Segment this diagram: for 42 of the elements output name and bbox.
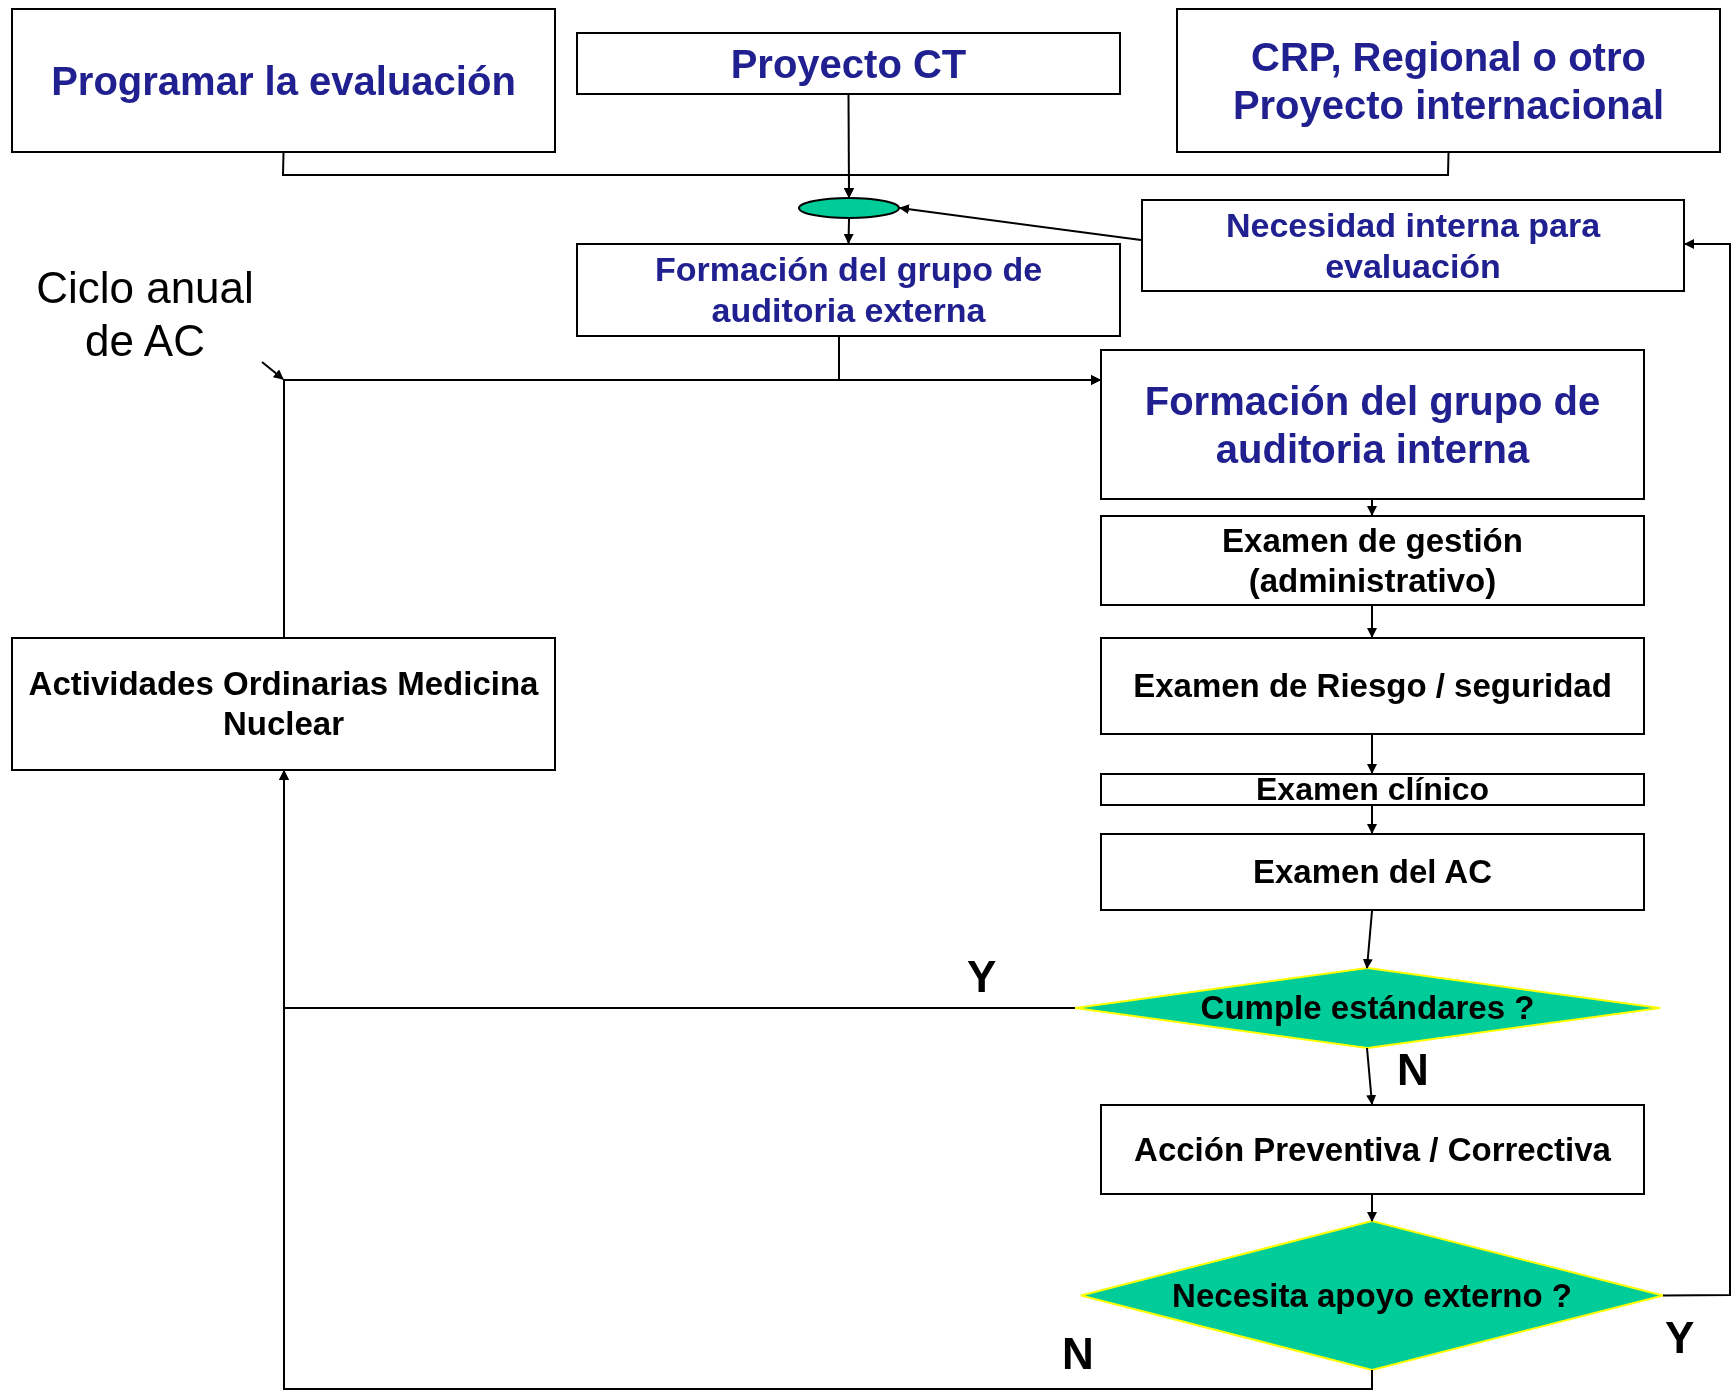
arrow (1367, 734, 1377, 774)
node-text: Acción Preventiva / Correctiva (1133, 1129, 1612, 1170)
node-text: Proyecto CT (729, 40, 968, 88)
arrow (1362, 910, 1373, 969)
arrow (283, 375, 1101, 638)
process-box (576, 243, 1121, 337)
arrow (899, 204, 1142, 241)
node-text: Examen de Riesgo / seguridad (1132, 666, 1613, 706)
arrow (844, 152, 1450, 198)
process-box (1141, 199, 1685, 292)
node-text: Necesita apoyo externo ? (1166, 1275, 1578, 1316)
node-text: Programar la evaluación (50, 57, 517, 105)
node-text: Examen de gestión (administrativo) (1221, 520, 1524, 601)
node-text: CRP, Regional o otro Proyecto internacional (1231, 33, 1666, 129)
process-box (1100, 773, 1645, 806)
arrow (1367, 605, 1377, 638)
node-text: Formación del grupo de auditoria interna (1143, 377, 1602, 473)
process-box (1100, 833, 1645, 911)
process-box (1100, 349, 1645, 500)
arrow (279, 770, 1373, 1390)
process-box (11, 8, 556, 153)
node-text: Actividades Ordinarias Medicina Nuclear (27, 664, 540, 744)
process-box (1100, 1104, 1645, 1195)
arrow (1662, 239, 1731, 1297)
node-text: Necesidad interna para evaluación (1224, 204, 1602, 287)
node-text: Examen clínico (1255, 770, 1490, 809)
junction-ellipse (798, 197, 900, 219)
arrow (1367, 805, 1377, 834)
process-box (1100, 515, 1645, 606)
process-box (576, 32, 1121, 95)
process-box (1176, 8, 1721, 153)
process-box (1100, 637, 1645, 735)
leader-arrow (261, 361, 284, 380)
annotation-text: Ciclo anual de AC (35, 262, 255, 367)
arrow (1367, 499, 1377, 516)
node-text: Cumple estándares ? (1194, 988, 1541, 1028)
process-box (11, 637, 556, 771)
arrow (1366, 1047, 1377, 1105)
arrow (1367, 1194, 1377, 1222)
node-text: Examen del AC (1252, 852, 1493, 892)
arrow (843, 218, 854, 244)
node-text: Formación del grupo de auditoria externa (653, 249, 1044, 331)
